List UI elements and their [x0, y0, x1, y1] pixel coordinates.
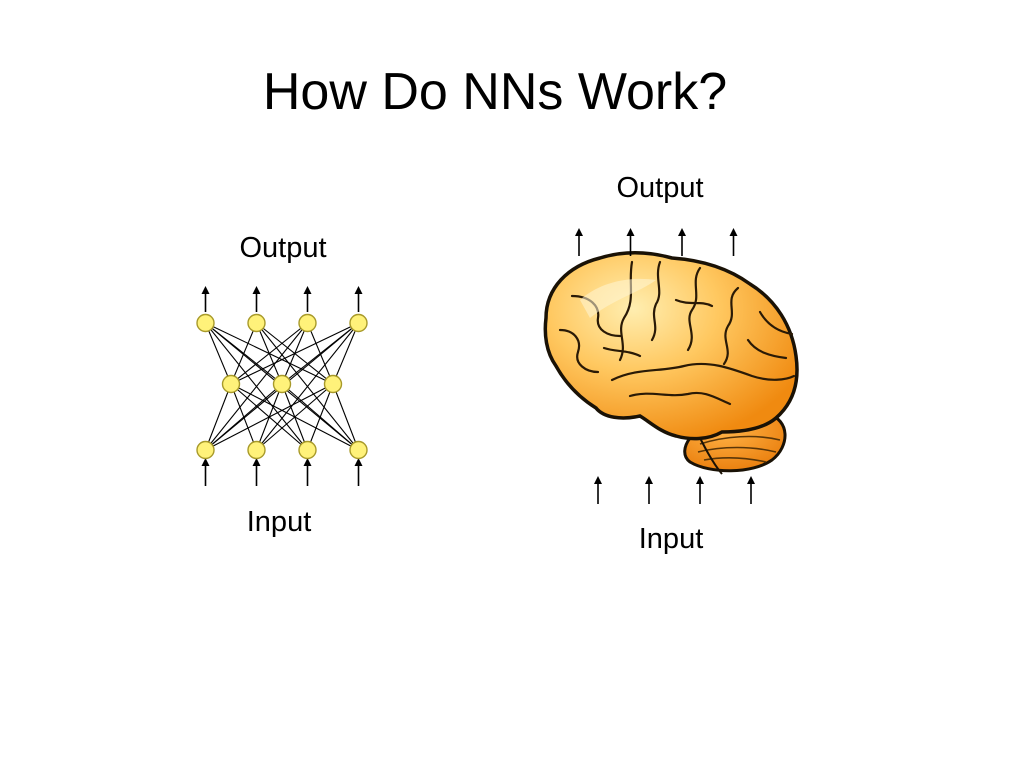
- brain-illustration: [543, 250, 799, 475]
- network-connection: [332, 322, 360, 385]
- network-connection: [204, 322, 232, 385]
- network-hidden-node: [272, 374, 292, 394]
- network-connection: [306, 383, 334, 451]
- network-output-node: [349, 313, 368, 333]
- neural-network-diagram: [196, 286, 368, 486]
- network-output-node: [247, 313, 266, 333]
- network-input-node: [247, 440, 266, 460]
- brain-cerebellum-folds: [697, 435, 781, 463]
- brain-highlight: [580, 278, 656, 318]
- network-output-label: Output: [239, 232, 327, 264]
- network-input-label: Input: [246, 506, 312, 538]
- brain-cerebrum: [543, 250, 799, 441]
- network-connection: [230, 322, 359, 385]
- network-output-node: [196, 313, 215, 333]
- network-hidden-node: [221, 374, 241, 394]
- network-hidden-node: [323, 374, 343, 394]
- network-connection: [332, 383, 360, 451]
- brain-output-label: Output: [616, 172, 704, 204]
- brain-arrows: [575, 228, 755, 504]
- brain-input-label: Input: [638, 523, 704, 555]
- slide-title: How Do NNs Work?: [262, 63, 728, 121]
- brain-folds: [558, 260, 796, 406]
- network-input-node: [298, 440, 317, 460]
- network-connection: [230, 322, 258, 385]
- network-input-node: [349, 440, 368, 460]
- network-connection: [205, 322, 308, 451]
- network-connection: [230, 322, 308, 385]
- network-output-node: [298, 313, 317, 333]
- network-input-node: [196, 440, 215, 460]
- network-connection: [256, 322, 359, 451]
- network-connection: [205, 383, 334, 451]
- network-connection: [256, 383, 334, 451]
- network-connection: [204, 383, 232, 451]
